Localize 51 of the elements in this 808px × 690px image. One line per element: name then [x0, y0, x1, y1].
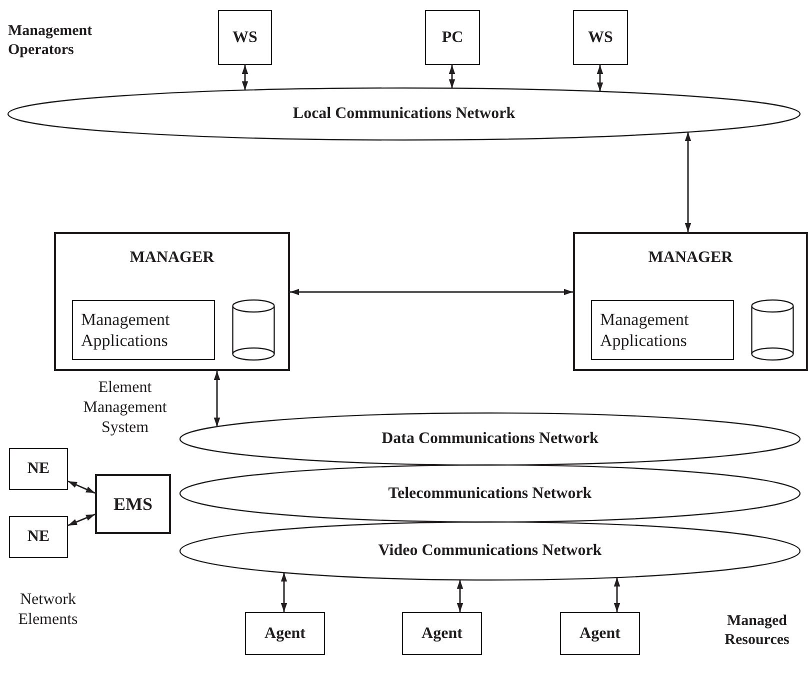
arrow: [614, 577, 620, 612]
arrow: [456, 580, 464, 612]
arrow: [280, 572, 288, 612]
box-label: Agent: [422, 624, 462, 644]
heading-label: Managed Resources: [724, 612, 790, 650]
database-cylinder: [232, 300, 275, 360]
arrow: [290, 288, 573, 296]
device-box: [402, 612, 482, 655]
device-box: [573, 10, 628, 65]
device-box: [9, 516, 68, 558]
network-label: Telecommunications Network: [388, 484, 592, 504]
manager-box: [573, 232, 808, 371]
arrow: [448, 65, 456, 88]
arrow: [68, 480, 96, 494]
box-label: Management Applications: [600, 308, 690, 352]
arrow: [596, 65, 604, 92]
system-label: Element Management System: [82, 378, 168, 438]
device-box: [95, 474, 171, 534]
device-box: [245, 612, 325, 655]
device-box: [218, 10, 272, 65]
arrow: [242, 65, 248, 90]
arrow: [68, 514, 96, 526]
database-cylinder: [751, 300, 794, 360]
network-label: Video Communications Network: [378, 541, 602, 561]
network-ellipse: [8, 88, 800, 140]
network-label: Local Communications Network: [292, 104, 516, 124]
box-label: WS: [232, 28, 258, 48]
network-ellipse: [180, 522, 800, 580]
device-box: [9, 448, 68, 490]
application-box: [72, 300, 215, 360]
box-label: NE: [27, 459, 50, 479]
box-label: NE: [27, 527, 50, 547]
box-label: MANAGER: [130, 248, 214, 268]
box-label: MANAGER: [648, 248, 733, 268]
box-label: Agent: [264, 624, 306, 644]
device-box: [560, 612, 640, 655]
network-ellipse: [180, 413, 800, 465]
application-box: [591, 300, 734, 360]
box-label: Management Applications: [81, 308, 171, 352]
network-label: Data Communications Network: [382, 429, 598, 449]
device-box: [425, 10, 480, 65]
box-label: EMS: [113, 492, 152, 516]
caption-label: Network Elements: [17, 590, 79, 630]
box-label: WS: [588, 28, 613, 48]
arrow: [214, 371, 220, 427]
box-label: Agent: [580, 624, 620, 644]
heading-label: Management Operators: [8, 22, 94, 60]
arrow: [684, 132, 692, 232]
box-label: PC: [442, 28, 464, 48]
network-ellipse: [180, 465, 800, 522]
manager-box: [54, 232, 290, 371]
